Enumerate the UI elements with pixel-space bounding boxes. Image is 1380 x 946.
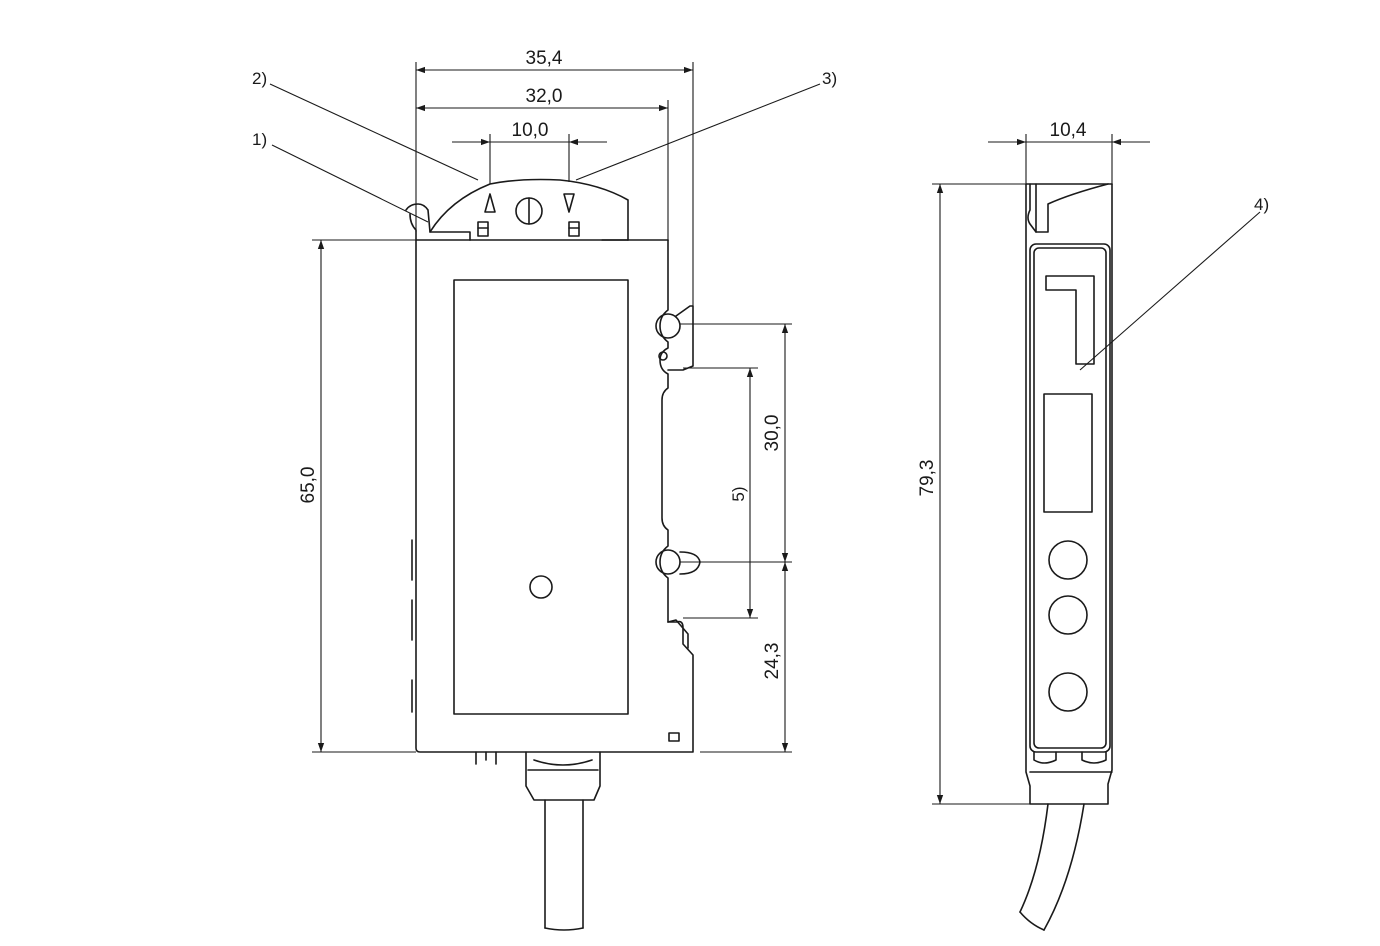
- callout-label-5: 5): [729, 486, 748, 501]
- callout-2: 2): [252, 69, 479, 181]
- down-arrow-icon: [563, 193, 575, 213]
- side-housing: [1025, 183, 1113, 805]
- callout-label-2: 2): [252, 69, 267, 88]
- dim-label-24-3: 24,3: [762, 643, 783, 680]
- callout-1: 1): [252, 130, 429, 223]
- dim-label-30-0: 30,0: [762, 415, 783, 452]
- dim-thickness: 10,4: [988, 120, 1150, 184]
- dim-height-total: 79,3: [917, 183, 1030, 805]
- side-button-1: [1048, 540, 1088, 580]
- dim-label-79-3: 79,3: [917, 460, 938, 497]
- dim-label-10-4: 10,4: [1050, 120, 1087, 141]
- callout-label-1: 1): [252, 130, 267, 149]
- front-view: 35,4 32,0 10,0 65,0 30,0: [252, 48, 837, 931]
- side-view: 10,4 79,3 4): [917, 120, 1269, 931]
- dim-label-65-0: 65,0: [298, 467, 319, 504]
- dim-label-10-0: 10,0: [512, 120, 549, 141]
- led-left-icon: [477, 221, 489, 237]
- bottom-marker: [668, 732, 680, 742]
- side-front-panel: [1029, 243, 1111, 753]
- side-display: [1043, 393, 1093, 513]
- indicator-dot: [529, 575, 553, 599]
- dim-height-body: 65,0: [298, 239, 416, 753]
- front-housing: [405, 178, 701, 753]
- side-cable: [1019, 803, 1085, 931]
- callout-label-4: 4): [1254, 195, 1269, 214]
- side-button-3: [1048, 672, 1088, 712]
- side-indicator: [1045, 275, 1095, 365]
- dim-label-35-4: 35,4: [526, 48, 563, 69]
- dim-hole-spacing: 30,0: [680, 323, 792, 563]
- led-right-icon: [568, 221, 580, 237]
- dim-label-32-0: 32,0: [526, 86, 563, 107]
- callout-label-3: 3): [822, 69, 837, 88]
- up-arrow-icon: [484, 193, 496, 213]
- dim-width-overall: 35,4: [415, 48, 694, 306]
- display-window: [453, 279, 629, 715]
- front-cable: [475, 751, 601, 931]
- mounting-hole-upper: [655, 313, 681, 339]
- callout-4: 4): [1079, 195, 1269, 371]
- dim-hole-to-bottom: 24,3: [700, 562, 792, 753]
- callout-5: 5): [683, 367, 758, 619]
- callout-3: 3): [575, 69, 837, 181]
- led-symbols: [477, 193, 580, 237]
- dim-width-body: 32,0: [416, 86, 669, 240]
- dim-led-spacing: 10,0: [452, 120, 607, 184]
- side-button-2: [1048, 595, 1088, 635]
